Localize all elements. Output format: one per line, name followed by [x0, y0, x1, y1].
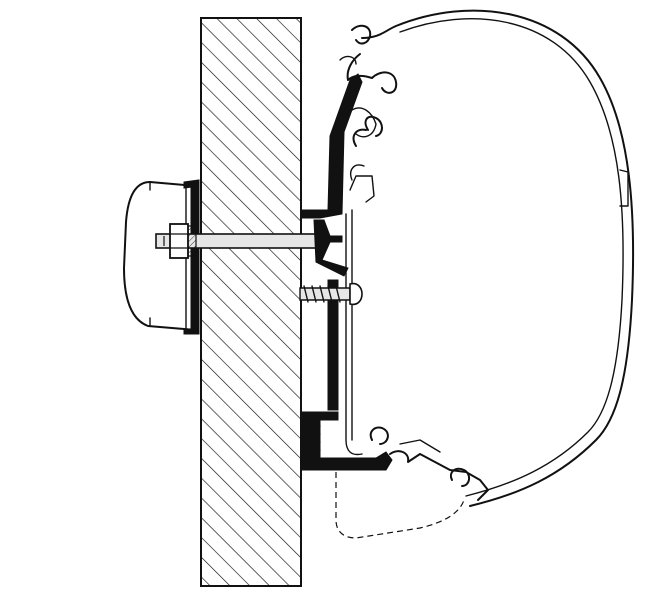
fixing-screw [299, 282, 363, 306]
cassette-rail [345, 107, 377, 456]
awning-housing [339, 9, 635, 507]
lower-clip [369, 426, 489, 501]
wall-section [200, 17, 302, 587]
inner-cap [123, 179, 200, 335]
through-bolt [155, 223, 317, 259]
mounting-bracket [300, 73, 393, 471]
upper-hooks [350, 115, 383, 181]
dashed-extension [335, 472, 465, 539]
